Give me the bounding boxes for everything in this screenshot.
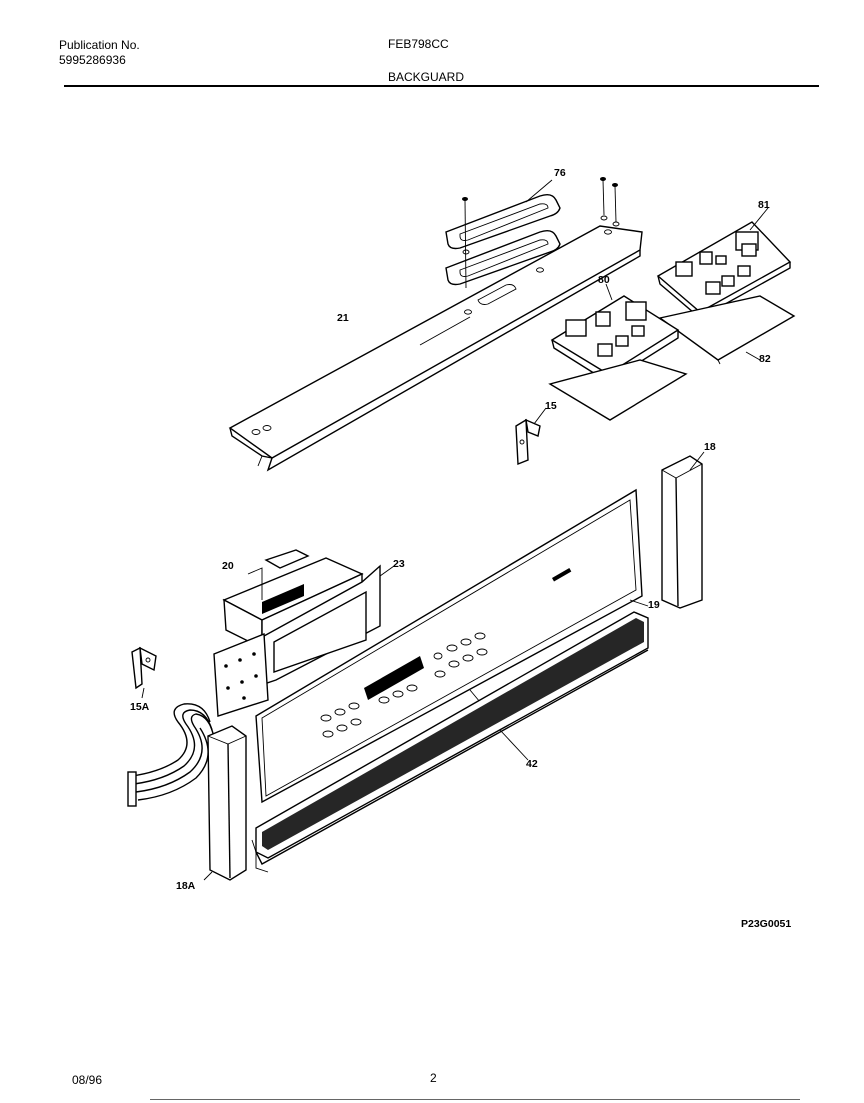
part-18-right-endcap	[661, 451, 705, 609]
part-76-gaskets	[445, 177, 620, 289]
wire-harness	[127, 703, 215, 807]
model-number: FEB798CC	[388, 37, 449, 51]
footer-rule	[150, 1099, 800, 1100]
footer-date: 08/96	[72, 1073, 103, 1087]
callout-42: 42	[526, 758, 538, 770]
callout-21: 21	[337, 312, 349, 324]
callout-82: 82	[759, 353, 771, 365]
callout-19: 19	[648, 599, 660, 611]
callout-81: 81	[758, 199, 770, 211]
callout-18A: 18A	[176, 880, 196, 892]
publication-label: Publication No.	[59, 38, 140, 52]
part-15A-bracket	[131, 646, 157, 699]
part-23-display-bracket	[213, 564, 395, 717]
callout-76: 76	[554, 167, 566, 179]
part-18A-left-endcap	[203, 725, 247, 881]
callout-23: 23	[393, 558, 405, 570]
callout-18: 18	[704, 441, 716, 453]
callout-labels: 76 81 80 21 82 15 18 20 23 19 15A 42 18A…	[130, 167, 791, 930]
part-42-vent-trim	[251, 611, 649, 873]
callout-80: 80	[598, 274, 610, 286]
section-title: BACKGUARD	[388, 70, 465, 84]
header-rule	[64, 85, 819, 87]
callout-15: 15	[545, 400, 557, 412]
page-number: 2	[430, 1071, 437, 1085]
panel-buttons	[320, 632, 488, 738]
callout-15A: 15A	[130, 701, 150, 713]
part-81-upper-board	[656, 207, 796, 365]
figure-code: P23G0051	[741, 918, 791, 930]
part-21-top-trim	[228, 225, 643, 472]
publication-number: 5995286936	[59, 53, 126, 67]
part-15-bracket	[515, 407, 547, 466]
callout-20: 20	[222, 560, 234, 572]
part-80-lower-board	[548, 283, 688, 421]
part-19-control-panel	[255, 488, 649, 804]
